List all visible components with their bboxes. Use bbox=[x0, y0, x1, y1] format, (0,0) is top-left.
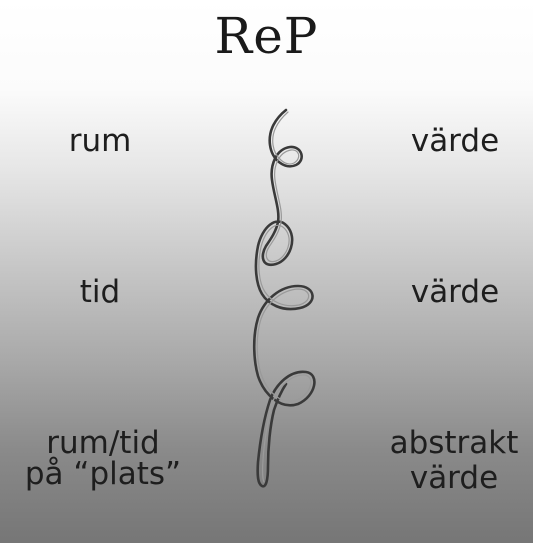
spiral-outline bbox=[254, 110, 314, 486]
